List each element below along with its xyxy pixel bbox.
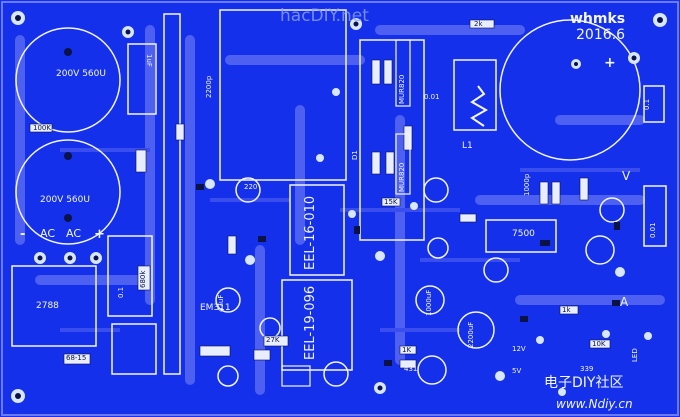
- res-100k: 100K: [33, 124, 51, 132]
- res-680k: 680k: [139, 270, 147, 288]
- polarity-minus: -: [20, 227, 26, 242]
- ac-label-1: AC: [40, 227, 56, 240]
- cap-01-b: 0.1: [643, 98, 651, 110]
- transformer-2-label: EEL-19-096: [303, 285, 318, 360]
- cap-1uf: 1uF: [145, 54, 153, 67]
- label-5v: 5V: [512, 367, 522, 375]
- footer-wechat: 电子DIY社区: [544, 375, 624, 391]
- cap-1000p: 1000p: [523, 173, 531, 196]
- ic-em-label: EM311: [200, 303, 231, 313]
- watermark-top: hacDIY.net: [280, 6, 369, 26]
- author-label: whmks: [570, 11, 626, 27]
- part-431: 431: [404, 365, 418, 373]
- label-led: LED: [631, 348, 639, 362]
- diode-mur820-2: MUR820: [398, 162, 406, 192]
- cap-big-1-label: 200V 560U: [56, 69, 106, 79]
- polarity-plus-2: +: [604, 55, 616, 71]
- label-v: V: [622, 169, 631, 183]
- part-7500: 7500: [512, 229, 535, 239]
- inductor-label: L1: [462, 141, 473, 151]
- polarity-plus: +: [94, 227, 105, 242]
- res-10k-b: 10K: [592, 340, 606, 348]
- res-27k: 27K: [266, 336, 280, 344]
- diode-mur820-1: MUR820: [398, 74, 406, 104]
- cap-01: 0.1: [117, 286, 125, 298]
- diode-d1: D1: [351, 150, 359, 160]
- res-1k-b: 1k: [562, 306, 571, 314]
- cap-big-2-label: 200V 560U: [40, 195, 90, 205]
- footer-url: www.Ndiy.cn: [556, 397, 633, 411]
- label-12v: 12V: [512, 345, 526, 353]
- date-label: 2016.6: [576, 27, 625, 43]
- cap-2200p: 2200p: [205, 75, 213, 98]
- res-1k: 1K: [402, 346, 412, 354]
- cap-001-b: 0.01: [649, 222, 657, 238]
- cap-220: 220: [244, 183, 258, 191]
- transformer-1-label: EEL-16-010: [303, 195, 318, 270]
- cap-2200uf: 2200uF: [467, 321, 475, 348]
- bridge-label: 2788: [36, 301, 59, 311]
- cap-1000uf: 1000uF: [425, 289, 433, 316]
- ac-label-2: AC: [66, 227, 82, 240]
- res-68-15: 68-15: [66, 354, 87, 362]
- label-a: A: [620, 295, 629, 309]
- res-2k: 2k: [474, 20, 483, 28]
- cap-47uf: 47uF: [217, 294, 225, 312]
- part-339: 339: [580, 365, 594, 373]
- cap-001: 0.01: [424, 93, 440, 101]
- res-15k: 15K: [384, 198, 398, 206]
